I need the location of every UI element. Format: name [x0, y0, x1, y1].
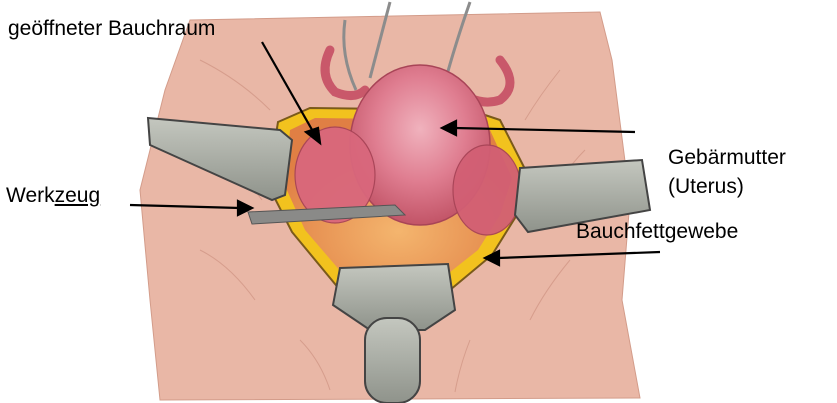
- label-opened-abdominal-cavity: geöffneter Bauchraum: [8, 16, 215, 42]
- label-fat-tissue: Bauchfettgewebe: [576, 219, 738, 245]
- label-tool-prefix: Werk: [6, 184, 55, 207]
- label-uterus: Gebärmutter: [668, 145, 786, 171]
- label-tool-underlined: zeug: [55, 184, 101, 207]
- label-uterus-latin: (Uterus): [668, 174, 744, 200]
- organ-right: [453, 145, 521, 235]
- label-tool: Werkzeug: [6, 183, 100, 209]
- retractor-bottom-handle: [365, 318, 420, 403]
